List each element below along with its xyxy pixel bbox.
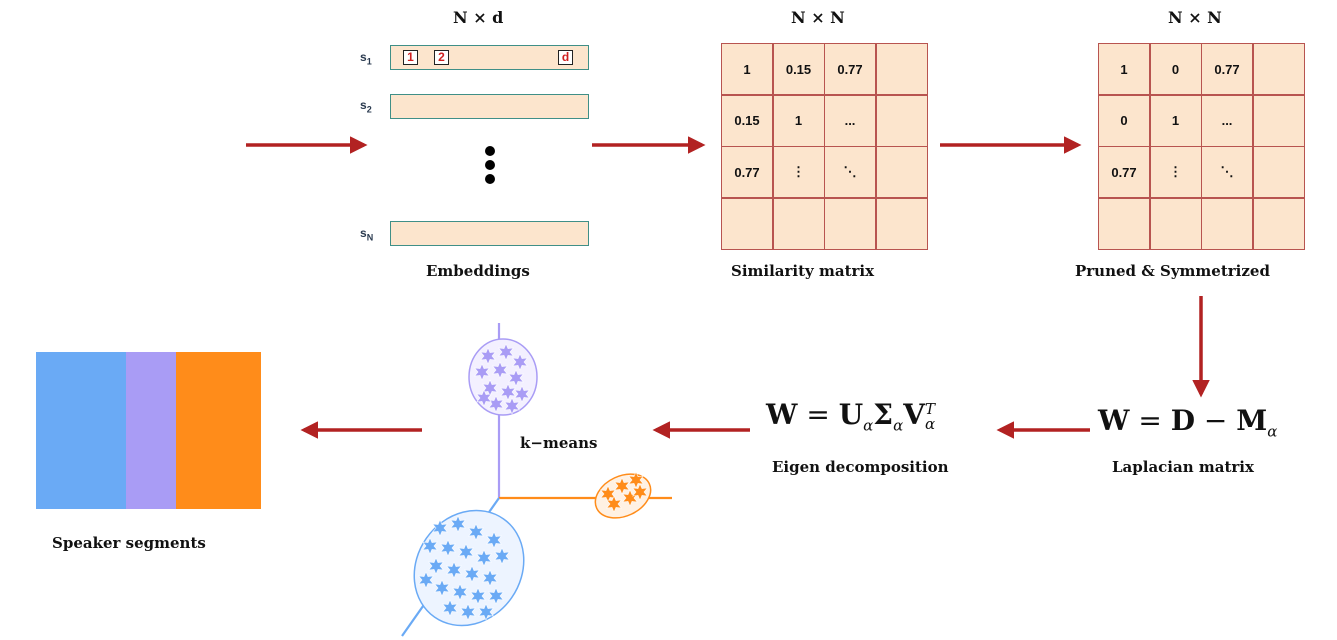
matrix-cell: 0.15 xyxy=(773,44,824,94)
matrix-cell: 1 xyxy=(722,44,772,94)
kmeans-label: k−means xyxy=(520,434,598,452)
embedding-label-s1: s1 xyxy=(360,50,372,66)
formula-alpha: α xyxy=(893,416,904,435)
pruned-caption: Pruned & Symmetrized xyxy=(1075,262,1270,280)
cluster-blue xyxy=(413,509,525,627)
matrix-cell xyxy=(876,95,927,146)
eigen-caption: Eigen decomposition xyxy=(772,458,949,476)
matrix-cell: 0.15 xyxy=(722,95,772,146)
matrix-cell xyxy=(1253,95,1304,146)
matrix-cell xyxy=(1253,44,1304,94)
embeddings-caption: Embeddings xyxy=(426,262,530,280)
formula-transpose: T xyxy=(924,399,935,418)
formula-u: U xyxy=(838,398,864,431)
embedding-label-sub: 1 xyxy=(366,56,372,67)
embedding-index-1: 1 xyxy=(403,50,418,65)
audio-waveform xyxy=(9,84,221,213)
matrix-cell: ⋱ xyxy=(825,147,875,197)
matrix-cell: ... xyxy=(825,95,875,146)
matrix-cell xyxy=(1202,198,1252,249)
formula-d: D xyxy=(1170,404,1196,437)
formula-alpha: α xyxy=(924,414,936,433)
matrix-cell xyxy=(1253,147,1304,197)
matrix-cell: ⋱ xyxy=(1202,147,1252,197)
similarity-dim-label: N × N xyxy=(791,8,845,27)
matrix-cell xyxy=(1150,198,1201,249)
kmeans-plot xyxy=(401,323,672,637)
embedding-index-d: d xyxy=(558,50,573,65)
embedding-row-N xyxy=(390,221,589,246)
segments-caption: Speaker segments xyxy=(52,534,206,552)
formula-sigma: Σ xyxy=(873,398,894,431)
matrix-cell: 1 xyxy=(773,95,824,146)
matrix-cell: 1 xyxy=(1150,95,1201,146)
matrix-cell: ⋮ xyxy=(773,147,824,197)
matrix-cell xyxy=(773,198,824,249)
matrix-cell: ⋮ xyxy=(1150,147,1201,197)
matrix-cell xyxy=(876,198,927,249)
matrix-cell xyxy=(876,147,927,197)
embedding-label-text: s xyxy=(360,226,367,240)
formula-w: W xyxy=(766,398,798,431)
formula-w: W xyxy=(1098,404,1130,437)
vertical-ellipsis xyxy=(484,146,496,186)
speaker-segments xyxy=(36,352,261,509)
formula-alpha: α xyxy=(863,416,874,435)
formula-minus: − xyxy=(1203,404,1228,437)
matrix-cell: 0.77 xyxy=(1202,44,1252,94)
matrix-cell: 1 xyxy=(1099,44,1149,94)
matrix-cell: 0.77 xyxy=(1099,147,1149,197)
matrix-cell: 0.77 xyxy=(722,147,772,197)
pruned-dim-label: N × N xyxy=(1168,8,1222,27)
matrix-cell xyxy=(1253,198,1304,249)
matrix-cell xyxy=(722,198,772,249)
matrix-cell: 0 xyxy=(1150,44,1201,94)
laplacian-formula: W = D − Mα xyxy=(1098,404,1277,441)
segment-waveform xyxy=(39,372,257,486)
formula-alpha: α xyxy=(1267,422,1278,441)
embedding-label-sub: 2 xyxy=(366,104,372,115)
embedding-label-text: s xyxy=(360,50,367,64)
laplacian-caption: Laplacian matrix xyxy=(1112,458,1254,476)
matrix-cell: 0.77 xyxy=(825,44,875,94)
cluster-purple xyxy=(468,338,538,416)
embedding-label-s2: s2 xyxy=(360,98,372,114)
embedding-label-sN: sN xyxy=(360,226,373,242)
embedding-index-2: 2 xyxy=(434,50,449,65)
formula-eq: = xyxy=(806,398,830,431)
similarity-caption: Similarity matrix xyxy=(731,262,875,280)
formula-eq: = xyxy=(1138,404,1162,437)
matrix-cell: ... xyxy=(1202,95,1252,146)
embeddings-dim-label: N × d xyxy=(453,8,504,27)
formula-m: M xyxy=(1236,404,1268,437)
matrix-cell xyxy=(825,198,875,249)
embedding-row-1: 1 2 d xyxy=(390,45,589,70)
formula-v: V xyxy=(903,398,925,431)
embedding-label-sub: N xyxy=(366,232,374,243)
embedding-row-2 xyxy=(390,94,589,119)
cluster-orange xyxy=(594,471,652,519)
matrix-cell xyxy=(876,44,927,94)
matrix-cell: 0 xyxy=(1099,95,1149,146)
embedding-label-text: s xyxy=(360,98,367,112)
matrix-cell xyxy=(1099,198,1149,249)
